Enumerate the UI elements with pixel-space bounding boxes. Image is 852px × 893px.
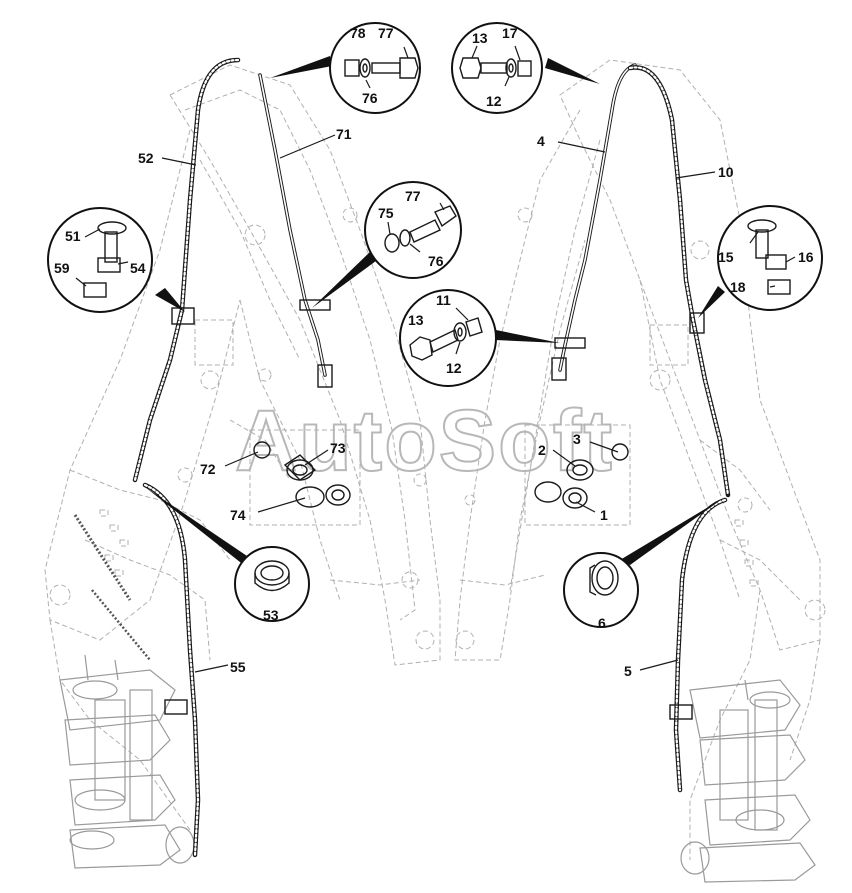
- leader-55: [194, 664, 229, 673]
- callout-77-top: 77: [378, 25, 394, 41]
- callout-74: 74: [230, 507, 246, 523]
- callout-17: 17: [502, 25, 518, 41]
- hose-52: [132, 57, 241, 483]
- right-hitch-assembly: [680, 679, 816, 883]
- callout-72: 72: [200, 461, 216, 477]
- callout-13-top: 13: [472, 30, 488, 46]
- callout-2: 2: [538, 442, 546, 458]
- callout-16: 16: [798, 249, 814, 265]
- leader-72: [224, 451, 259, 467]
- leader-74: [257, 497, 306, 513]
- detail-circle-78-77-76: [329, 22, 421, 114]
- leader-4: [557, 141, 606, 153]
- left-hitch-assembly: [59, 654, 195, 869]
- callout-76-top: 76: [362, 90, 378, 106]
- hose-5: [673, 497, 728, 793]
- detail-leader-top-right: [545, 58, 600, 84]
- detail-circle-6: [563, 552, 639, 628]
- detail-circle-15-16-18: [717, 205, 823, 311]
- detail-circle-13-11-12: [399, 289, 497, 387]
- left-boom-slots: [99, 509, 129, 577]
- callout-54: 54: [130, 260, 146, 276]
- callout-12-top: 12: [486, 93, 502, 109]
- callout-18: 18: [730, 279, 746, 295]
- detail-circle-53: [234, 546, 310, 622]
- pipe-4-bracket: [554, 337, 586, 349]
- callout-5: 5: [624, 663, 632, 679]
- leader-2: [552, 449, 576, 467]
- callout-76-mid: 76: [428, 253, 444, 269]
- pipe-4: [551, 63, 637, 381]
- center-fittings-right: [524, 424, 631, 526]
- leader-3: [589, 441, 619, 453]
- callout-73: 73: [330, 440, 346, 456]
- watermark: AutoSoft: [235, 393, 614, 489]
- leader-10: [675, 171, 716, 179]
- leader-1: [575, 501, 596, 513]
- detail-leader-75: [312, 250, 380, 308]
- callout-4: 4: [537, 133, 545, 149]
- clamp-left: [171, 307, 195, 325]
- callout-1: 1: [600, 507, 608, 523]
- callout-13-mid: 13: [408, 312, 424, 328]
- hose-10: [627, 65, 731, 498]
- callout-10: 10: [718, 164, 734, 180]
- right-boom-slots: [734, 519, 759, 587]
- callout-77-mid: 77: [405, 188, 421, 204]
- detail-circle-51-54-59: [47, 207, 153, 313]
- callout-71: 71: [336, 126, 352, 142]
- callout-51: 51: [65, 228, 81, 244]
- detail-leader-51: [155, 288, 185, 312]
- callout-12-mid: 12: [446, 360, 462, 376]
- detail-leader-53: [145, 487, 250, 566]
- detail-leader-15: [698, 286, 725, 318]
- callout-75: 75: [378, 205, 394, 221]
- leader-52: [161, 157, 197, 166]
- center-fittings-left: [249, 429, 361, 526]
- callout-78: 78: [350, 25, 366, 41]
- leader-73: [304, 449, 329, 466]
- detail-circle-13-17-12: [451, 22, 543, 114]
- leader-5: [639, 659, 679, 671]
- pipe-71-bracket: [299, 299, 331, 311]
- callout-3: 3: [573, 431, 581, 447]
- detail-leader-6: [620, 497, 725, 565]
- callout-6: 6: [598, 615, 606, 631]
- pipe-71: [258, 73, 333, 388]
- fitting-right-bottom: [669, 704, 693, 720]
- callout-11: 11: [436, 292, 451, 308]
- clamp-right: [689, 312, 705, 334]
- hose-55: [142, 482, 201, 858]
- leader-71: [279, 134, 336, 159]
- callout-52: 52: [138, 150, 154, 166]
- detail-leader-top-left: [270, 56, 332, 78]
- callout-59: 59: [54, 260, 70, 276]
- callout-55: 55: [230, 659, 246, 675]
- detail-leader-11: [495, 330, 560, 343]
- callout-15: 15: [718, 249, 734, 265]
- fitting-left-bottom: [164, 699, 188, 715]
- detail-circle-75-77-76: [364, 181, 462, 279]
- callout-53: 53: [263, 607, 279, 623]
